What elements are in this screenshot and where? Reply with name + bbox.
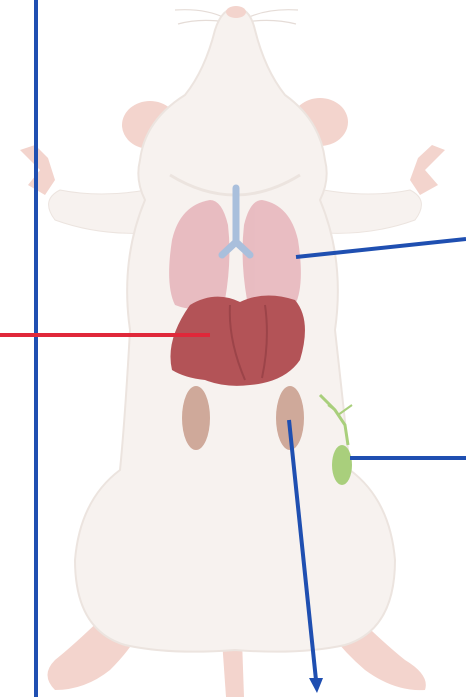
nose (226, 6, 246, 18)
right-paw (410, 145, 445, 195)
liver (170, 295, 304, 385)
arrow-head (309, 678, 323, 693)
kidney-left (182, 386, 210, 450)
